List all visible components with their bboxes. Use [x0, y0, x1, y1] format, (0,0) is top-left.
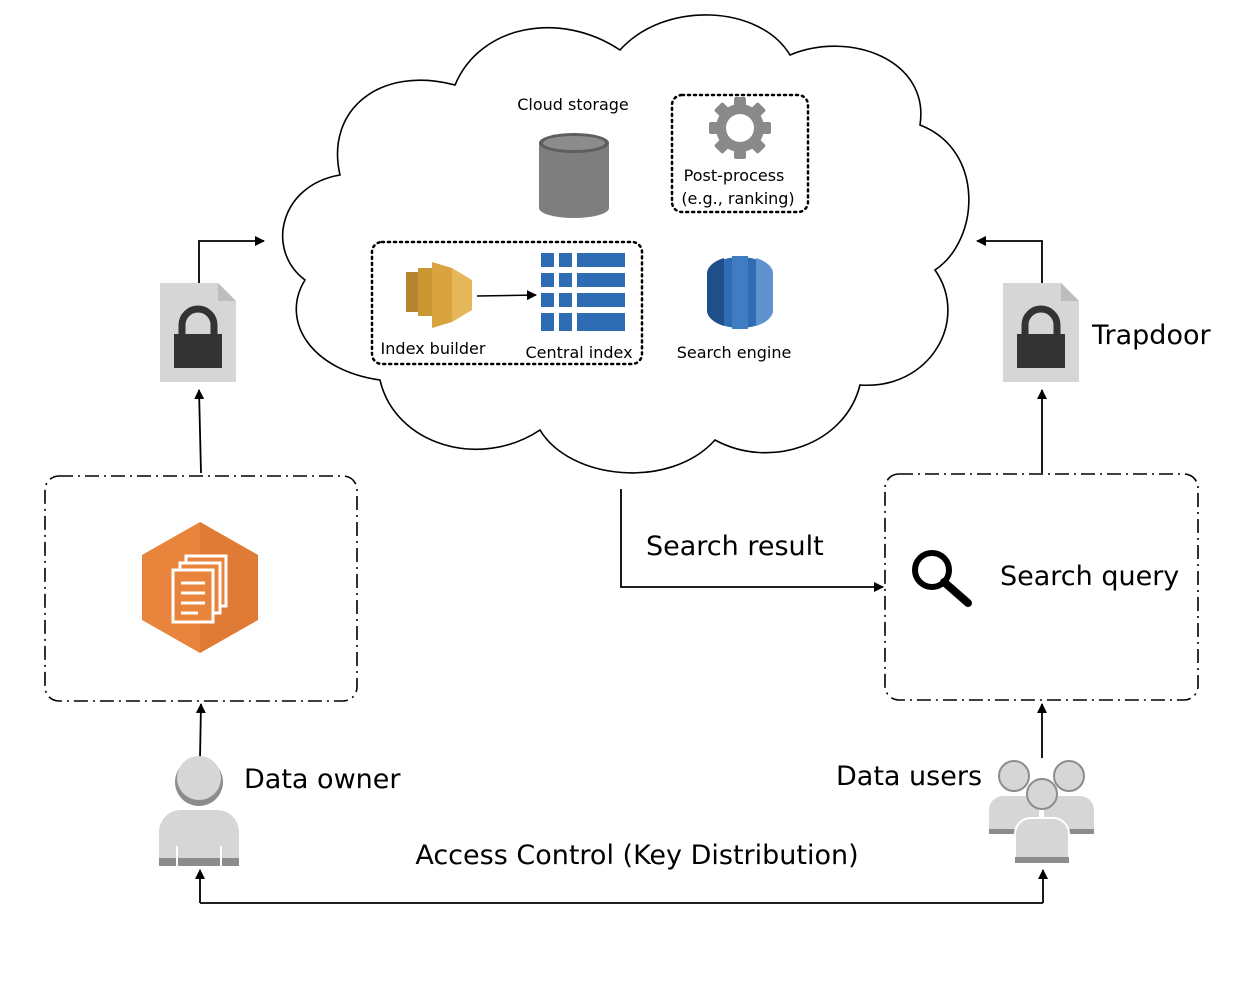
owner-upload-arrow: [198, 236, 265, 283]
index-builder-icon: [406, 262, 472, 328]
data-owner-box: [44, 475, 358, 702]
trapdoor-submit-arrow: [976, 236, 1043, 283]
data-users-label: Data users: [836, 761, 982, 792]
owner-to-box-arrow: [195, 703, 206, 759]
data-owner-label: Data owner: [244, 764, 401, 795]
lock-icon: [160, 283, 236, 382]
cloud-storage-label: Cloud storage: [517, 95, 629, 114]
search-query-box: [884, 473, 1199, 701]
postprocess-box: [670, 93, 810, 214]
postprocess-label: Post-process: [684, 166, 785, 185]
search-result-arrow: [620, 489, 884, 592]
central-index-label: Central index: [525, 343, 632, 362]
postprocess-sublabel: (e.g., ranking): [681, 189, 794, 208]
builder-to-index-arrow: [476, 290, 537, 301]
magnifier-icon: [912, 550, 972, 607]
cloud-shape: [281, 14, 970, 474]
gear-icon: [709, 97, 771, 159]
docs-to-lock-arrow: [194, 389, 205, 474]
database-icon: [539, 133, 609, 218]
search-result-label: Search result: [646, 531, 824, 562]
index-builder-label: Index builder: [381, 339, 486, 358]
search-engine-label: Search engine: [677, 343, 792, 362]
lock-icon: [1003, 283, 1079, 382]
central-index-icon: [541, 253, 625, 331]
access-control-label: Access Control (Key Distribution): [415, 840, 858, 871]
search-engine-icon: [706, 256, 774, 329]
index-box: [370, 240, 644, 366]
user-icon: [159, 756, 239, 866]
trapdoor-label: Trapdoor: [1091, 320, 1211, 351]
search-query-label: Search query: [1000, 561, 1179, 592]
documents-icon: [142, 522, 258, 653]
users-icon: [989, 760, 1094, 865]
